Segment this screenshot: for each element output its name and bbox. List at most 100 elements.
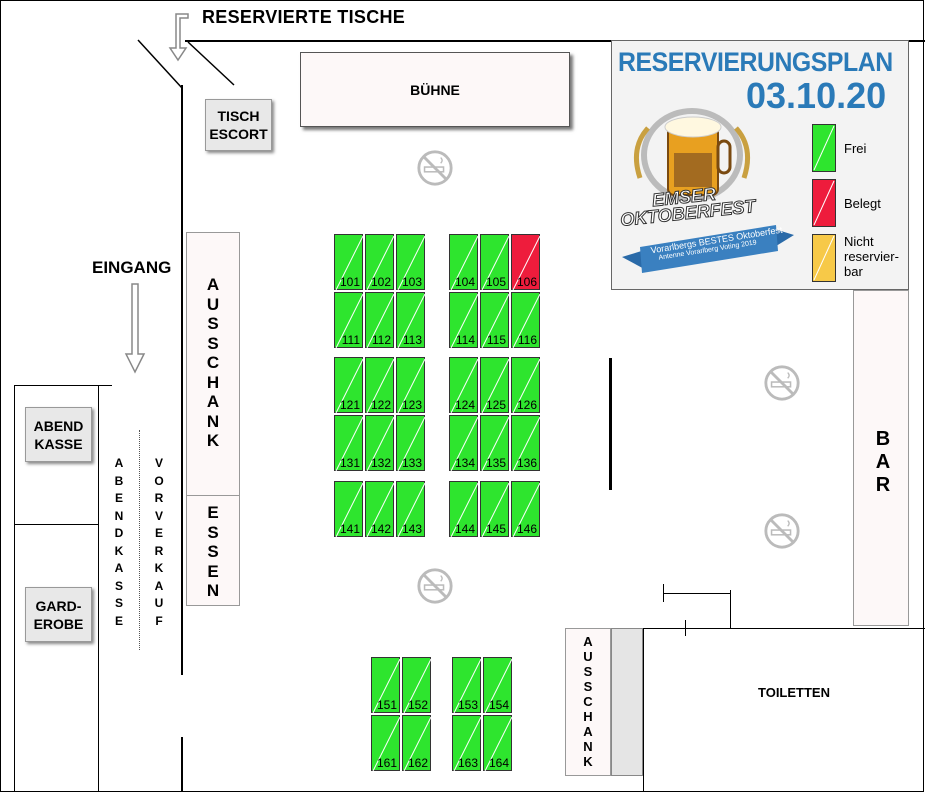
table-104[interactable]: 104 — [449, 234, 479, 291]
table-132[interactable]: 132 — [365, 415, 395, 472]
reserved-arrow-icon — [168, 13, 189, 62]
table-diagonal — [481, 482, 510, 538]
vertical-letter: K — [583, 754, 593, 769]
wall-cashbox-middle — [14, 524, 99, 525]
table-153[interactable]: 153 — [452, 657, 482, 714]
table-diagonal — [450, 235, 479, 291]
table-154[interactable]: 154 — [483, 657, 513, 714]
table-163[interactable]: 163 — [452, 715, 482, 772]
vertical-letter: F — [155, 613, 163, 628]
table-number: 145 — [485, 522, 506, 536]
table-103[interactable]: 103 — [396, 234, 426, 291]
vertical-letter: S — [207, 314, 219, 333]
table-135[interactable]: 135 — [480, 415, 510, 472]
vertical-letter: K — [154, 561, 164, 575]
table-number: 111 — [341, 333, 360, 347]
table-diagonal — [512, 482, 541, 538]
table-number: 123 — [401, 398, 422, 412]
table-diagonal — [335, 293, 364, 349]
table-125[interactable]: 125 — [480, 357, 510, 414]
table-124[interactable]: 124 — [449, 357, 479, 414]
table-131[interactable]: 131 — [334, 415, 364, 472]
stage: BÜHNE — [300, 52, 570, 127]
table-diagonal — [366, 235, 395, 291]
garderobe-button[interactable]: GARD- EROBE — [25, 587, 92, 642]
table-116[interactable]: 116 — [511, 292, 541, 349]
legend-swatch-na — [812, 234, 836, 282]
table-102[interactable]: 102 — [365, 234, 395, 291]
table-113[interactable]: 113 — [396, 292, 426, 349]
table-152[interactable]: 152 — [402, 657, 432, 714]
table-146[interactable]: 146 — [511, 481, 541, 538]
table-diagonal — [397, 235, 426, 291]
vertical-letter: K — [206, 431, 220, 450]
table-111[interactable]: 111 — [334, 292, 364, 349]
vertical-letter: A — [583, 634, 593, 649]
vertical-letter: S — [114, 596, 123, 610]
table-136[interactable]: 136 — [511, 415, 541, 472]
table-112[interactable]: 112 — [365, 292, 395, 349]
tisch-escort-button[interactable]: TISCH ESCORT — [205, 99, 272, 151]
table-number: 103 — [401, 275, 422, 289]
table-diagonal — [397, 293, 426, 349]
table-number: 101 — [339, 275, 360, 289]
table-143[interactable]: 143 — [396, 481, 426, 538]
table-114[interactable]: 114 — [449, 292, 479, 349]
table-diagonal — [366, 293, 395, 349]
vertical-letter: O — [154, 473, 164, 488]
poster-ribbon — [622, 225, 794, 273]
table-145[interactable]: 145 — [480, 481, 510, 538]
table-diagonal — [512, 358, 541, 414]
dotted-divider — [139, 430, 140, 650]
table-141[interactable]: 141 — [334, 481, 364, 538]
table-144[interactable]: 144 — [449, 481, 479, 538]
table-number: 132 — [370, 456, 391, 470]
table-126[interactable]: 126 — [511, 357, 541, 414]
table-number: 106 — [516, 275, 537, 289]
table-134[interactable]: 134 — [449, 415, 479, 472]
wall-inner-vertical — [98, 385, 99, 792]
table-number: 131 — [339, 456, 360, 470]
table-number: 153 — [457, 698, 478, 712]
table-115[interactable]: 115 — [480, 292, 510, 349]
table-164[interactable]: 164 — [483, 715, 513, 772]
wall-toilet-left — [643, 628, 644, 792]
counter-gray — [611, 628, 643, 776]
table-diagonal — [335, 358, 364, 414]
table-diagonal — [372, 716, 401, 772]
table-162[interactable]: 162 — [402, 715, 432, 772]
legend-swatch-belegt — [812, 179, 836, 227]
table-142[interactable]: 142 — [365, 481, 395, 538]
table-diagonal — [450, 482, 479, 538]
no-smoking-icon — [417, 568, 453, 604]
vertical-letter: B — [875, 428, 891, 450]
table-106[interactable]: 106 — [511, 234, 541, 291]
table-diagonal — [403, 716, 432, 772]
table-number: 115 — [486, 333, 506, 347]
table-diagonal — [512, 416, 541, 472]
table-number: 112 — [371, 333, 391, 347]
table-161[interactable]: 161 — [371, 715, 401, 772]
table-number: 124 — [454, 398, 475, 412]
table-121[interactable]: 121 — [334, 357, 364, 414]
vertical-letter: S — [583, 664, 593, 679]
table-105[interactable]: 105 — [480, 234, 510, 291]
table-number: 113 — [402, 333, 422, 347]
table-number: 105 — [485, 275, 506, 289]
vertical-letter: N — [583, 739, 593, 754]
table-diagonal — [397, 358, 426, 414]
vertical-letter: A — [206, 392, 220, 411]
table-number: 142 — [370, 522, 391, 536]
table-133[interactable]: 133 — [396, 415, 426, 472]
abendkasse-button[interactable]: ABEND KASSE — [25, 407, 92, 462]
table-101[interactable]: 101 — [334, 234, 364, 291]
table-diagonal — [397, 416, 426, 472]
table-123[interactable]: 123 — [396, 357, 426, 414]
table-151[interactable]: 151 — [371, 657, 401, 714]
wall-door-b — [685, 620, 686, 636]
table-122[interactable]: 122 — [365, 357, 395, 414]
table-number: 144 — [454, 522, 475, 536]
table-number: 135 — [485, 456, 506, 470]
